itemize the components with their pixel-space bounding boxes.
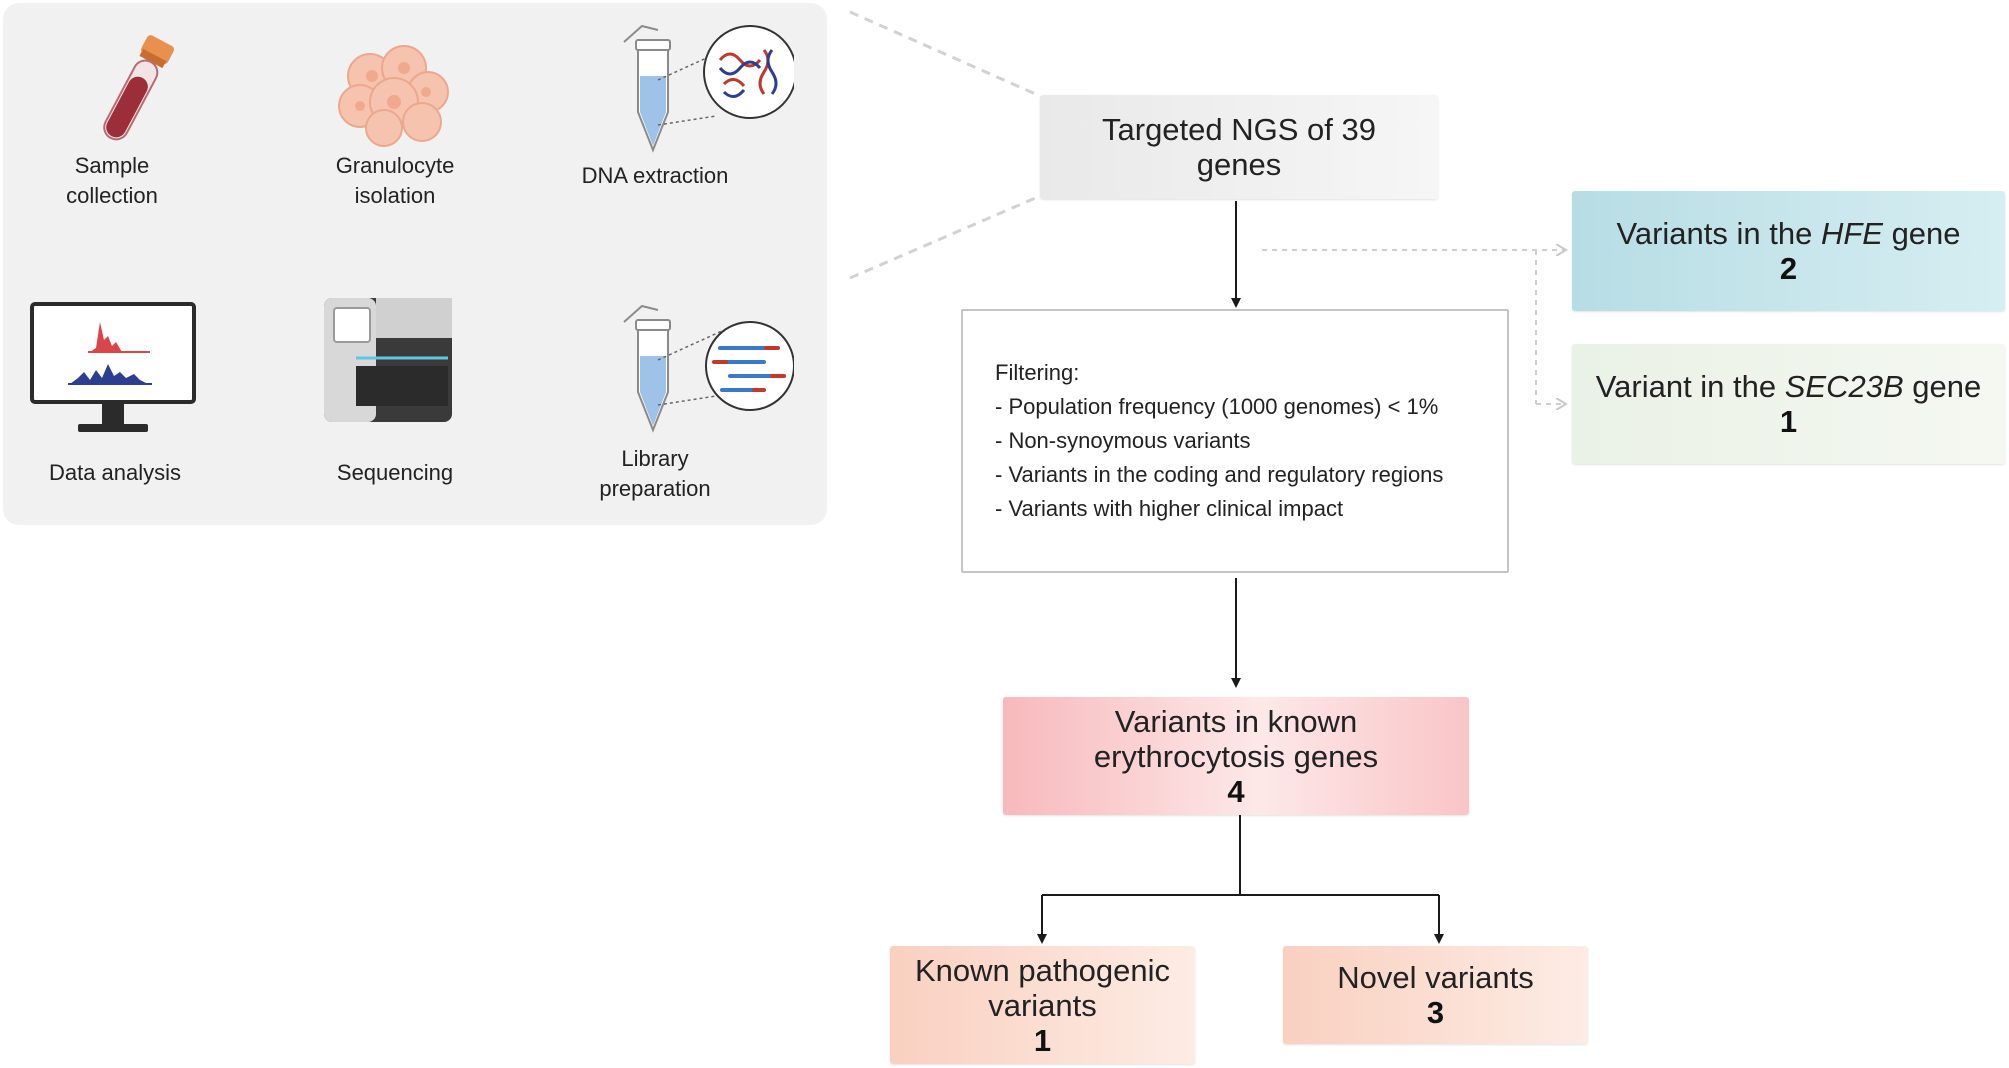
known-pathogenic-line1: Known pathogenic [914,952,1171,988]
hfe-variants-box: Variants in the HFE gene 2 [1572,191,2005,311]
hfe-variants-label: Variants in the HFE gene [1616,216,1961,251]
filtering-title: Filtering: [995,360,1080,385]
monitor-chart-icon [30,302,196,432]
sec23b-variant-label: Variant in the SEC23B gene [1595,369,1982,404]
known-pathogenic-line2: variants [988,987,1097,1023]
targeted-ngs-box: Targeted NGS of 39 genes [1040,95,1438,199]
novel-variants-count: 3 [1426,995,1445,1030]
filtering-box: Filtering: - Population frequency (1000 … [961,309,1509,573]
erythrocytosis-label-line1: Variants in known [1114,703,1358,739]
zoom-line-bottom [849,194,1041,280]
step-label-sequencing: Sequencing [336,460,454,485]
blood-tube-icon [103,35,175,141]
step-label-dna-extraction: DNA extraction [581,163,729,188]
zoom-line-top [849,10,1041,98]
sec23b-gene-name: SEC23B [1784,369,1904,404]
known-pathogenic-count: 1 [1033,1022,1052,1058]
cell-cluster-icon [338,45,449,147]
hfe-variants-count: 2 [1779,251,1798,286]
sec23b-variant-count: 1 [1779,404,1798,439]
filter-criterion: - Variants in the coding and regulatory … [995,462,1444,487]
step-label-data-analysis: Data analysis [48,460,182,485]
step-label-granulocyte-isolation: Granulocyte isolation [335,153,455,208]
sec23b-variant-box: Variant in the SEC23B gene 1 [1572,344,2005,464]
step-label-sample-collection: Sample collection [66,153,158,208]
sequencer-icon [324,298,452,422]
erythrocytosis-variants-box: Variants in known erythrocytosis genes 4 [1003,697,1469,815]
filter-criterion: - Non-synoymous variants [995,428,1251,453]
filter-criterion: - Variants with higher clinical impact [995,496,1344,521]
known-pathogenic-box: Known pathogenic variants 1 [890,946,1195,1064]
library-tube-icon [623,304,794,433]
hfe-gene-name: HFE [1820,216,1883,251]
filter-criterion: - Population frequency (1000 genomes) < … [995,394,1439,419]
novel-variants-label: Novel variants [1337,960,1534,995]
targeted-ngs-text: Targeted NGS of 39 genes [1102,112,1376,182]
dna-tube-icon [623,24,794,153]
novel-variants-box: Novel variants 3 [1283,946,1588,1044]
erythrocytosis-count: 4 [1227,773,1245,809]
step-label-library-preparation: Library preparation [599,446,711,501]
erythrocytosis-label-line2: erythrocytosis genes [1093,738,1379,774]
